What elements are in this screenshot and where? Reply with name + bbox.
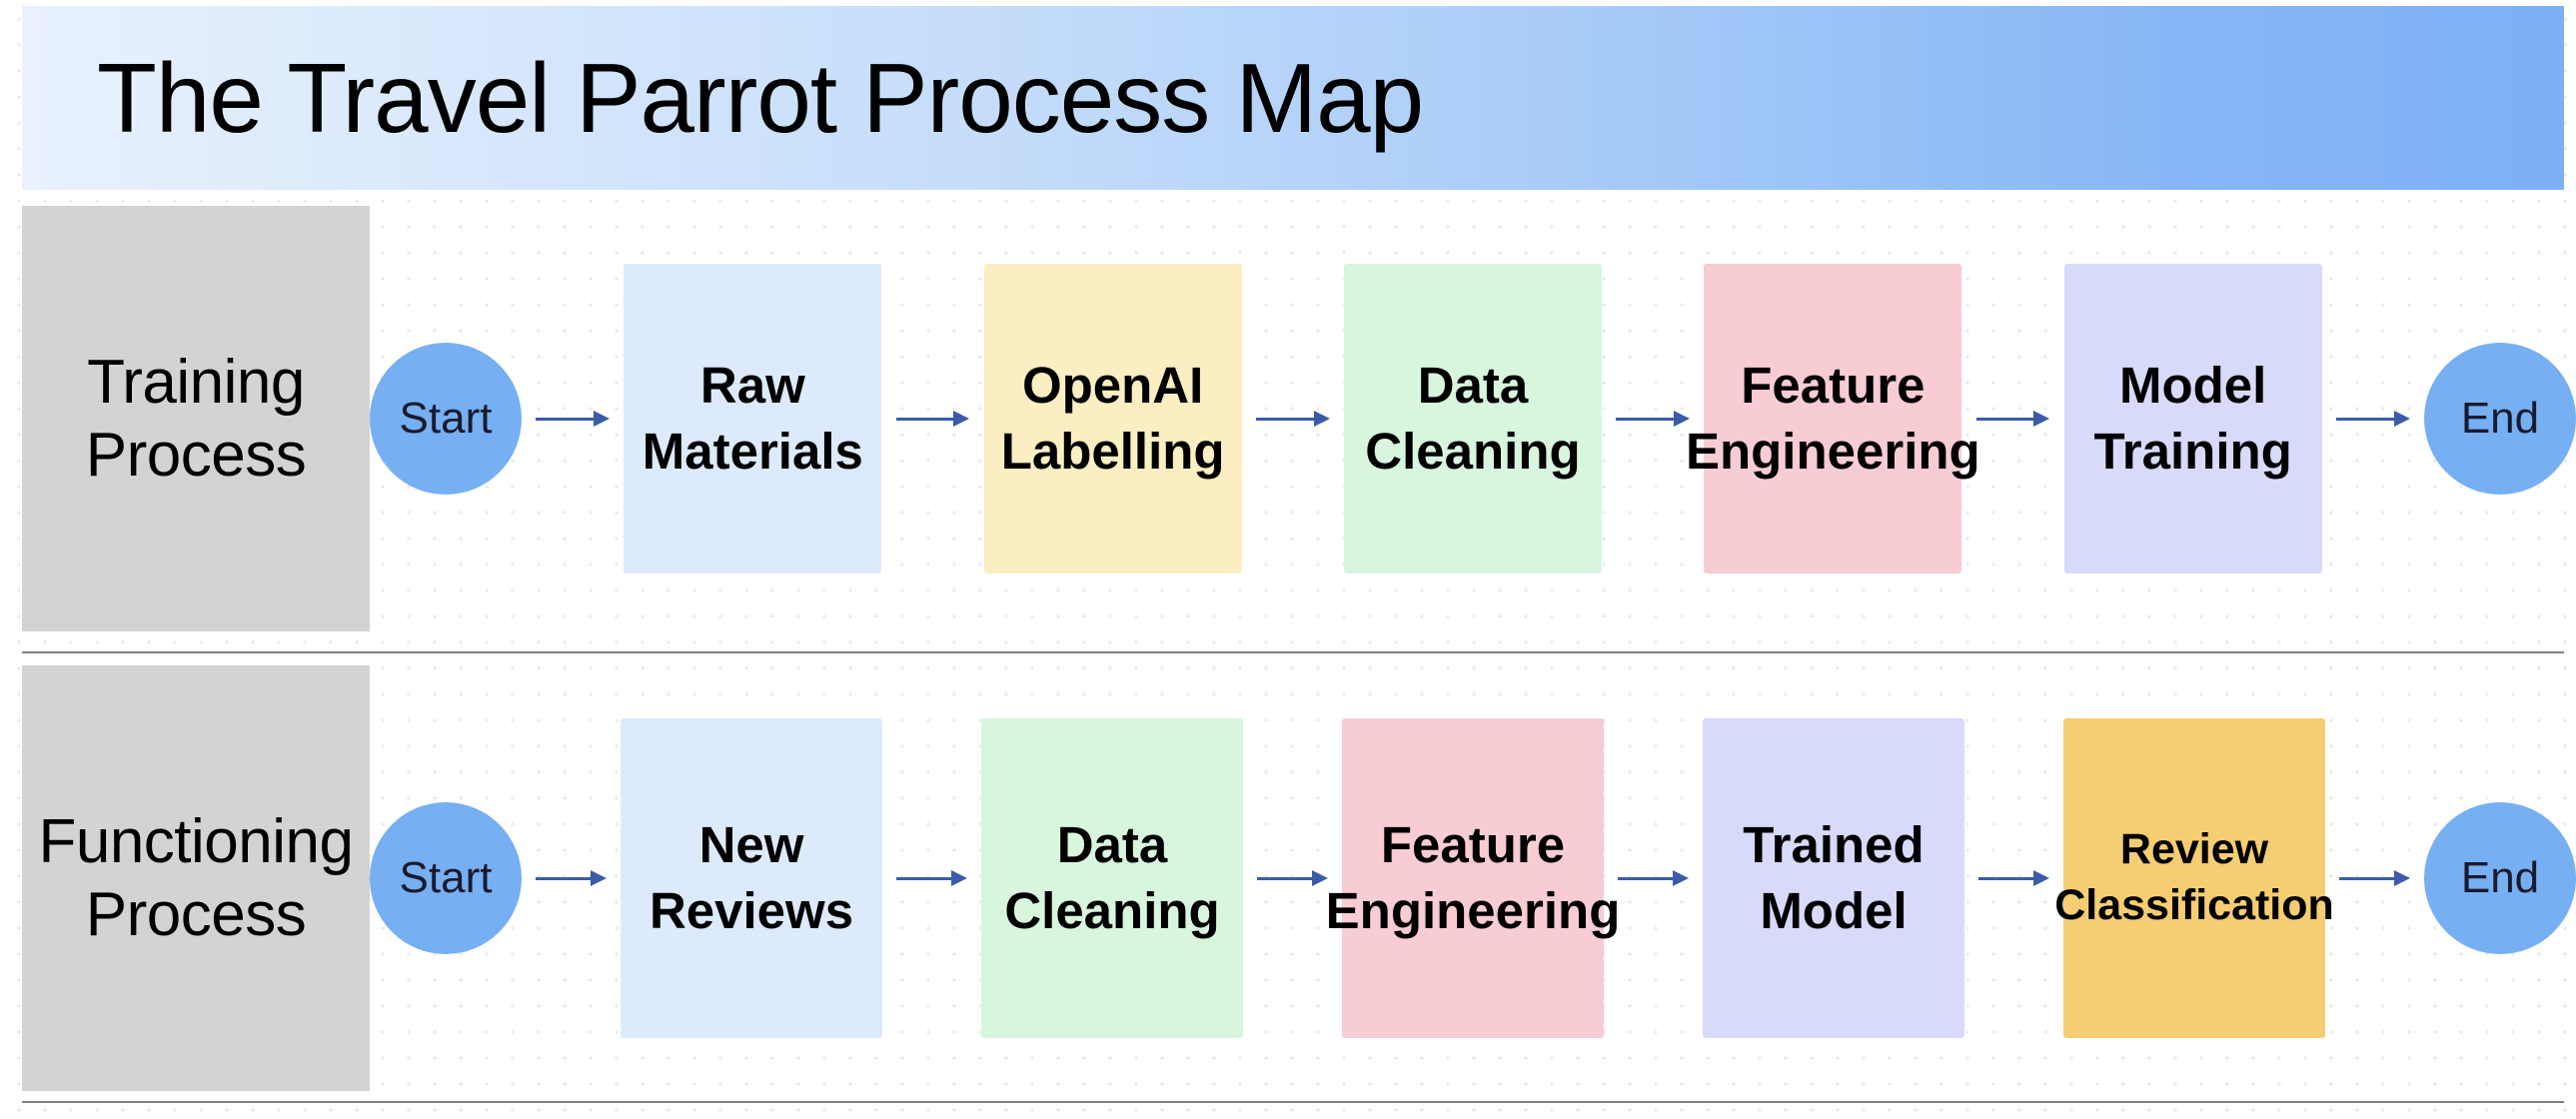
node-line2: Reviews	[648, 882, 854, 939]
arrow-trained-model-to-review-classification	[1964, 865, 2063, 891]
node-openai-labelling-text: OpenAI Labelling	[1001, 353, 1225, 486]
node-line2: Classification	[2054, 881, 2334, 929]
node-trained-model[interactable]: Trained Model	[1703, 718, 1964, 1038]
header-banner: The Travel Parrot Process Map	[22, 6, 2564, 190]
node-line2: Engineering	[1685, 423, 1980, 480]
lane-label-functioning-text: Functioning Process	[38, 805, 354, 951]
node-line1: Data	[1417, 356, 1529, 414]
arrow-new-reviews-to-data-cleaning	[882, 865, 981, 891]
lane-label-line1: Functioning	[38, 806, 354, 876]
flow-functioning-process: Start New Reviews Data Cleaning Feature	[370, 665, 2576, 1091]
node-model-training[interactable]: Model Training	[2063, 264, 2322, 573]
arrow-data-cleaning-to-feature-engineering	[1602, 406, 1704, 432]
arrow-feature-engineering-to-trained-model	[1604, 865, 1703, 891]
lane-label-functioning-process: Functioning Process	[22, 665, 370, 1091]
arrow-start-to-raw-materials	[522, 406, 624, 432]
node-line1: Review	[2119, 825, 2269, 874]
flow-training-process: Start Raw Materials OpenAI Labelling Dat…	[370, 206, 2576, 631]
node-line1: OpenAI	[1021, 356, 1204, 414]
lane-label-training-process: Training Process	[22, 206, 370, 631]
node-feature-engineering-text: Feature Engineering	[1326, 812, 1621, 945]
arrow-model-training-to-end	[2322, 406, 2424, 432]
swimlane-training-process: Training Process Start Raw Materials Ope…	[0, 206, 2576, 635]
node-line2: Cleaning	[1004, 882, 1220, 939]
node-line1: New	[698, 815, 804, 873]
node-data-cleaning-training[interactable]: Data Cleaning	[1343, 264, 1602, 573]
lane-divider-2	[22, 1101, 2564, 1103]
start-terminator-functioning[interactable]: Start	[370, 802, 522, 954]
swimlane-functioning-process: Functioning Process Start New Reviews Da…	[0, 665, 2576, 1095]
end-terminator-training[interactable]: End	[2423, 343, 2576, 495]
arrow-openai-labelling-to-data-cleaning	[1242, 406, 1344, 432]
node-trained-model-text: Trained Model	[1743, 812, 1924, 945]
node-feature-engineering-training[interactable]: Feature Engineering	[1686, 264, 1980, 573]
node-line2: Training	[2093, 423, 2292, 480]
node-openai-labelling[interactable]: OpenAI Labelling	[983, 264, 1242, 573]
node-line1: Feature	[1741, 356, 1926, 414]
lane-label-line2: Process	[85, 421, 307, 490]
end-terminator-functioning[interactable]: End	[2424, 802, 2576, 954]
node-line2: Engineering	[1325, 882, 1621, 939]
arrow-feature-engineering-to-model-training	[1961, 406, 2063, 432]
lane-divider-1	[22, 651, 2564, 653]
node-line1: Trained	[1743, 815, 1925, 873]
node-review-classification-text: Review Classification	[2054, 822, 2334, 934]
arrow-data-cleaning-to-feature-engineering-2	[1243, 865, 1342, 891]
node-feature-engineering-text: Feature Engineering	[1686, 353, 1980, 486]
node-line1: Model	[2118, 356, 2267, 414]
node-line2: Cleaning	[1365, 423, 1581, 480]
lane-label-line2: Process	[85, 880, 307, 949]
node-raw-materials[interactable]: Raw Materials	[624, 264, 882, 573]
node-raw-materials-text: Raw Materials	[643, 353, 863, 486]
node-line1: Data	[1056, 815, 1168, 873]
page-title: The Travel Parrot Process Map	[97, 43, 1424, 153]
node-new-reviews[interactable]: New Reviews	[621, 718, 882, 1038]
node-line2: Model	[1760, 882, 1908, 939]
arrow-start-to-new-reviews	[522, 865, 621, 891]
start-terminator-training[interactable]: Start	[370, 343, 522, 495]
node-line1: Raw	[699, 356, 805, 414]
arrow-raw-materials-to-openai-labelling	[881, 406, 983, 432]
node-model-training-text: Model Training	[2093, 353, 2291, 486]
arrow-review-classification-to-end	[2325, 865, 2424, 891]
node-feature-engineering-functioning[interactable]: Feature Engineering	[1326, 718, 1620, 1038]
node-review-classification[interactable]: Review Classification	[2054, 718, 2334, 1038]
node-data-cleaning-functioning[interactable]: Data Cleaning	[981, 718, 1243, 1038]
node-data-cleaning-text: Data Cleaning	[1365, 353, 1580, 486]
node-line1: Feature	[1380, 815, 1566, 873]
lane-label-line1: Training	[87, 347, 305, 417]
node-data-cleaning-text: Data Cleaning	[1004, 812, 1219, 945]
lane-label-training-text: Training Process	[85, 346, 307, 492]
node-line2: Materials	[642, 423, 863, 480]
node-line2: Labelling	[1000, 423, 1225, 480]
node-new-reviews-text: New Reviews	[649, 812, 853, 945]
